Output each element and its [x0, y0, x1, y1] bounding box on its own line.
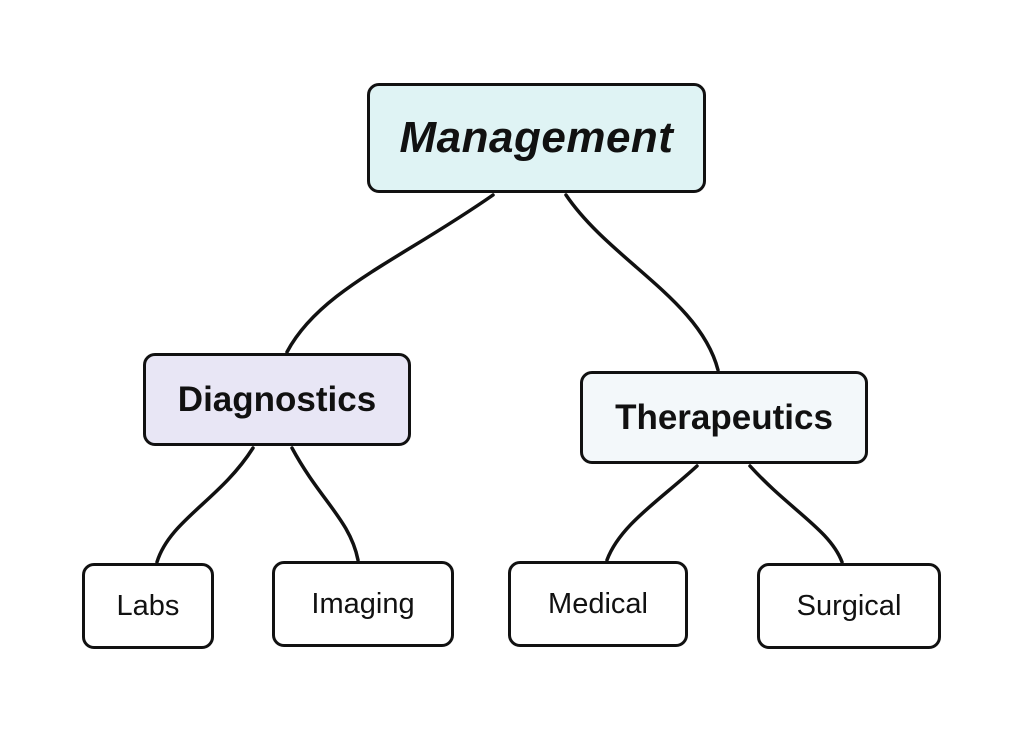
edge-management-diagnostics — [285, 193, 495, 354]
node-surgical-label: Surgical — [796, 589, 902, 622]
node-therapeutics: Therapeutics — [580, 371, 868, 464]
edge-diagnostics-imaging — [290, 446, 360, 562]
node-imaging: Imaging — [272, 561, 454, 647]
node-management-label: Management — [399, 113, 674, 162]
node-labs: Labs — [82, 563, 214, 649]
node-labs-label: Labs — [116, 589, 180, 622]
edge-management-therapeutics — [564, 193, 720, 372]
edge-diagnostics-labs — [155, 446, 255, 564]
node-surgical: Surgical — [757, 563, 941, 649]
node-medical: Medical — [508, 561, 688, 647]
node-medical-label: Medical — [548, 587, 648, 620]
node-diagnostics-label: Diagnostics — [177, 379, 377, 419]
node-therapeutics-label: Therapeutics — [615, 397, 833, 437]
node-diagnostics: Diagnostics — [143, 353, 411, 446]
node-management: Management — [367, 83, 706, 193]
edge-therapeutics-medical — [605, 464, 699, 562]
edge-therapeutics-surgical — [748, 464, 844, 564]
node-imaging-label: Imaging — [311, 587, 415, 620]
